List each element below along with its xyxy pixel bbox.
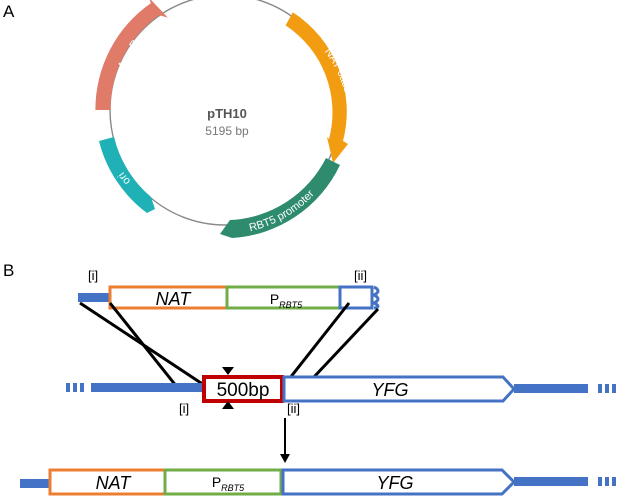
top-cassette-construct: NAT PRBT5 [i] [ii] <box>78 268 380 310</box>
plasmid-name: pTH10 <box>207 106 247 121</box>
ori-feature <box>99 137 155 213</box>
middle-gene-arrow <box>282 375 517 403</box>
crossover-lines <box>79 301 380 388</box>
middle-chromosome: 500bp YFG [i] [ii] <box>66 367 616 416</box>
top-squiggle <box>370 285 380 310</box>
plasmid-size: 5195 bp <box>205 124 249 138</box>
deletion-top-marker <box>222 367 234 375</box>
bottom-result-construct: NAT PRBT5 YFG <box>20 468 616 496</box>
rbt5-promoter-feature <box>220 158 340 238</box>
rbt5-promoter-label: RBT5 promoter <box>248 188 317 234</box>
bottom-nat-label: NAT <box>96 473 133 493</box>
nat-cassette-feature <box>285 12 348 163</box>
top-promoter-label: PRBT5 <box>270 291 303 310</box>
panel-b-label: B <box>3 261 14 280</box>
panel-a-label: A <box>3 2 15 21</box>
top-marker-ii: [ii] <box>354 268 367 283</box>
deletion-bottom-marker <box>222 401 234 409</box>
deletion-label: 500bp <box>217 380 270 401</box>
middle-marker-i: [i] <box>179 401 189 416</box>
deletion-box <box>202 375 284 403</box>
top-nat-label: NAT <box>156 289 193 309</box>
bottom-gene-arrow <box>281 468 517 496</box>
ampr-feature <box>95 0 168 110</box>
top-homology-box <box>338 285 374 310</box>
top-marker-i: [i] <box>88 268 98 283</box>
bottom-promoter-box <box>163 468 283 496</box>
result-arrow-head <box>280 454 290 463</box>
middle-marker-ii: [ii] <box>287 401 300 416</box>
middle-gene-label: YFG <box>371 380 408 400</box>
bottom-promoter-label: PRBT5 <box>212 474 245 493</box>
bottom-gene-label: YFG <box>376 473 413 493</box>
